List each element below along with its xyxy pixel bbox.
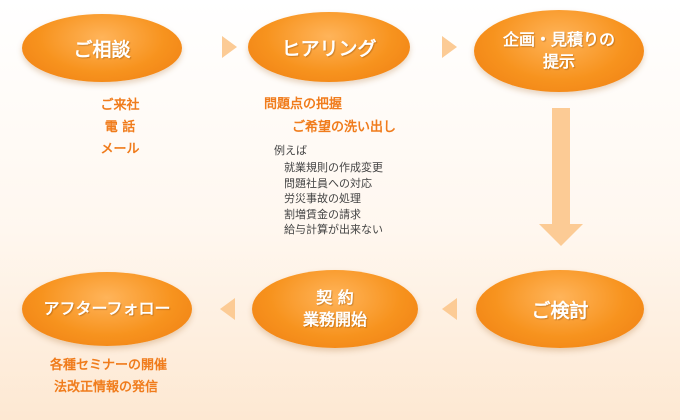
hearing-example-2: 問題社員への対応 bbox=[284, 176, 372, 190]
arrow-down-head bbox=[539, 224, 583, 246]
step-review-label: ご検討 bbox=[531, 299, 589, 322]
hearing-examples-title: 例えば bbox=[274, 144, 307, 157]
step-planning-line1: 企画・見積りの bbox=[502, 30, 615, 49]
arrow-down-shaft bbox=[552, 108, 570, 224]
followup-note-2: 法改正情報の発信 bbox=[54, 380, 159, 395]
step-hearing-label: ヒアリング bbox=[281, 37, 377, 60]
step-hearing-oval: ヒアリング bbox=[248, 12, 410, 82]
step-planning-oval: 企画・見積りの 提示 bbox=[474, 10, 644, 92]
step-followup-label: アフターフォロー bbox=[43, 299, 171, 318]
arrow-left-2 bbox=[220, 298, 235, 320]
arrow-right-1 bbox=[222, 36, 237, 58]
step-review-oval: ご検討 bbox=[476, 270, 644, 348]
step-consultation-oval: ご相談 bbox=[22, 14, 182, 82]
hearing-example-4: 割増賃金の請求 bbox=[284, 207, 361, 221]
arrow-left-1 bbox=[442, 298, 457, 320]
followup-notes: 各種セミナーの開催 法改正情報の発信 bbox=[50, 355, 167, 399]
consultation-note-2: 電 話 bbox=[104, 120, 136, 135]
consultation-notes: ご来社 電 話 メール bbox=[80, 95, 160, 161]
consultation-note-3: メール bbox=[100, 142, 140, 157]
hearing-example-3: 労災事故の処理 bbox=[284, 192, 361, 205]
step-contract-line1: 契 約 bbox=[316, 288, 354, 307]
consultation-note-1: ご来社 bbox=[100, 98, 140, 113]
hearing-examples-list: 就業規則の作成変更 問題社員への対応 労災事故の処理 割増賃金の請求 給与計算が… bbox=[284, 160, 383, 238]
hearing-note-1: 問題点の把握 bbox=[264, 97, 343, 112]
step-planning-line2: 提示 bbox=[542, 52, 575, 71]
hearing-example-5: 給与計算が出来ない bbox=[284, 223, 383, 236]
arrow-right-2 bbox=[442, 36, 457, 58]
step-followup-oval: アフターフォロー bbox=[22, 272, 192, 346]
hearing-example-1: 就業規則の作成変更 bbox=[284, 161, 383, 174]
followup-note-1: 各種セミナーの開催 bbox=[50, 358, 168, 373]
step-contract-line2: 業務開始 bbox=[302, 310, 367, 329]
step-contract-oval: 契 約 業務開始 bbox=[252, 270, 418, 348]
hearing-note-2: ご希望の洗い出し bbox=[292, 120, 397, 135]
step-consultation-label: ご相談 bbox=[73, 38, 131, 61]
